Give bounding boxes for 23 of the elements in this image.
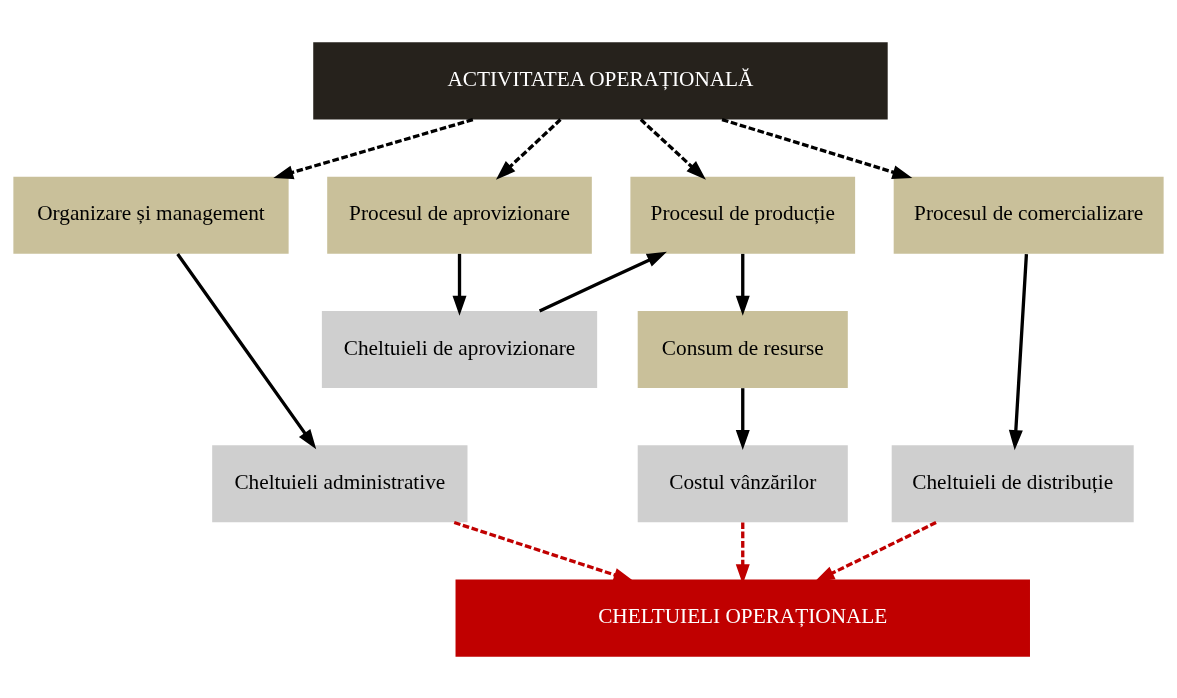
node-box: Costul vânzărilor bbox=[637, 444, 848, 522]
node-box: ACTIVITATEA OPERAȚIONALĂ bbox=[313, 41, 888, 119]
arrow bbox=[176, 252, 317, 449]
arrow bbox=[721, 117, 913, 179]
arrow bbox=[538, 251, 667, 312]
node-box: Cheltuieli de distribuție bbox=[891, 444, 1134, 522]
node-box: Cheltuieli de aprovizionare bbox=[321, 310, 598, 388]
arrow bbox=[735, 387, 750, 450]
arrow bbox=[453, 520, 634, 582]
node-box: Procesul de aprovizionare bbox=[327, 176, 592, 254]
node-box: Consum de resurse bbox=[637, 310, 848, 388]
node-box: CHELTUIELI OPERAȚIONALE bbox=[455, 579, 1030, 657]
arrow bbox=[452, 253, 467, 316]
arrow bbox=[495, 117, 562, 180]
arrow bbox=[639, 117, 706, 180]
node-box: Cheltuieli administrative bbox=[212, 444, 468, 522]
node-box: Organizare și management bbox=[13, 176, 289, 254]
arrow bbox=[735, 253, 750, 316]
node-box: Procesul de producție bbox=[630, 176, 856, 254]
arrow bbox=[814, 520, 937, 582]
node-box: Procesul de comercializare bbox=[893, 176, 1164, 254]
arrow bbox=[1008, 253, 1029, 450]
arrow bbox=[273, 117, 474, 179]
